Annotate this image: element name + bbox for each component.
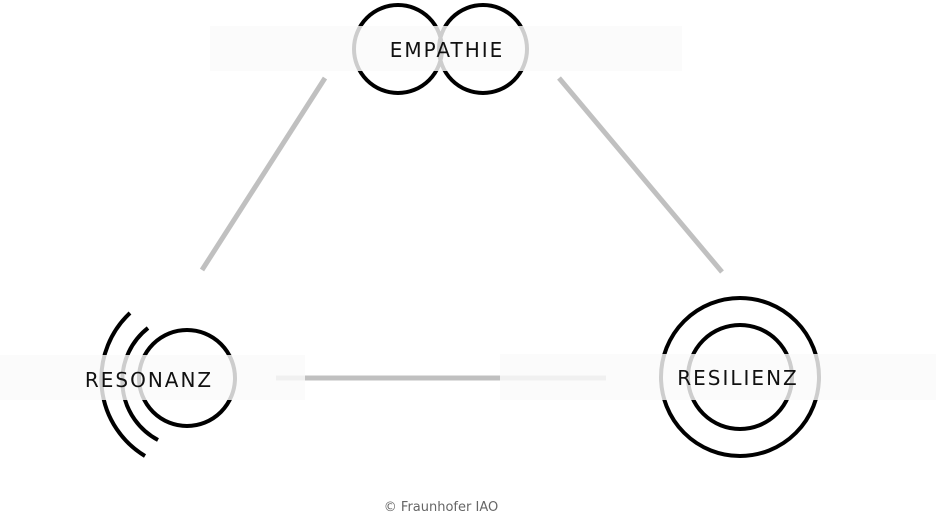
label-resonanz: RESONANZ [85, 368, 213, 392]
empathie-band [210, 26, 682, 71]
label-empathie: EMPATHIE [390, 38, 505, 62]
copyright-caption: © Fraunhofer IAO [384, 500, 498, 515]
connectors [199, 76, 724, 381]
label-resilienz: RESILIENZ [677, 366, 798, 390]
connector-empathie-resilienz [557, 76, 724, 274]
connector-empathie-resonanz [199, 76, 328, 272]
resonanz-band [0, 355, 305, 400]
resilienz-band [500, 354, 936, 400]
